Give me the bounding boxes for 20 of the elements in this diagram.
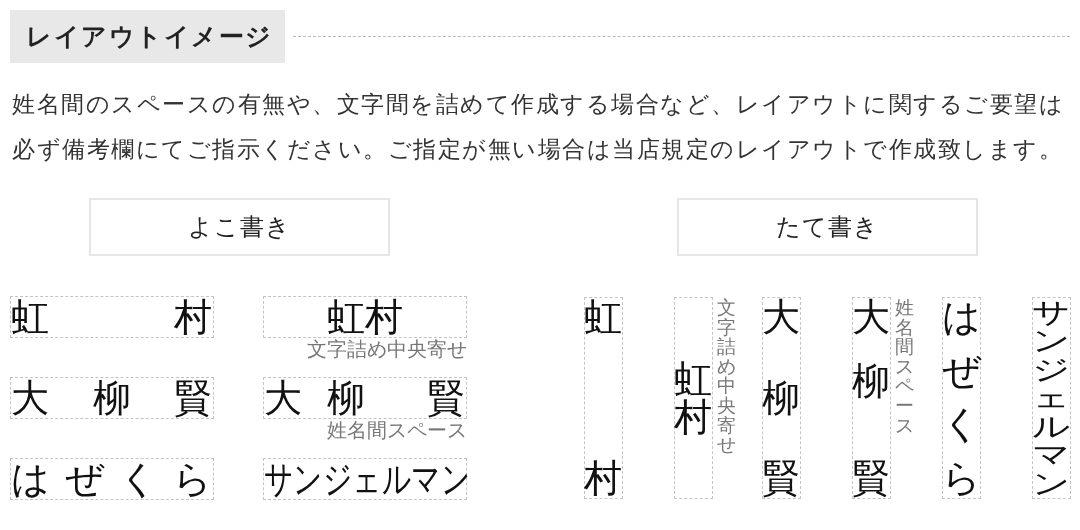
name-layout-frame: はぜくら <box>10 458 214 500</box>
column-heading: たて書き <box>677 198 978 256</box>
name-layout-frame: 大柳 賢 <box>852 297 891 499</box>
section-heading: レイアウトイメージ <box>10 10 285 63</box>
column-heading: よこ書き <box>89 198 390 256</box>
name-layout-frame: 虹 村 <box>584 297 623 499</box>
name-layout-frame: 大柳 賢 <box>263 377 467 419</box>
name-layout-frame: 虹村 <box>674 297 713 499</box>
layout-note: 姓名間スペース <box>894 298 915 436</box>
name-layout-frame: 大柳賢 <box>762 297 801 499</box>
layout-note: 姓名間スペース <box>326 421 467 441</box>
name-layout-frame: サンジェルマン <box>1032 297 1071 499</box>
layout-note: 文字詰め中央寄せ <box>716 298 737 455</box>
name-layout-frame: サンジェルマン <box>263 458 467 500</box>
name-layout-frame: はぜくら <box>942 297 981 499</box>
layout-note: 文字詰め中央寄せ <box>306 340 467 360</box>
name-layout-frame: 大柳賢 <box>10 377 214 419</box>
name-layout-frame: 虹村 <box>263 296 467 338</box>
name-layout-frame: 虹村 <box>10 296 214 338</box>
instruction-text: 姓名間のスペースの有無や、文字間を詰めて作成する場合など、レイアウトに関するご要望は必ず備考欄にてご指示ください。ご指定が無い場合は当店規定のレイアウトで作成致します。 <box>12 90 1065 164</box>
